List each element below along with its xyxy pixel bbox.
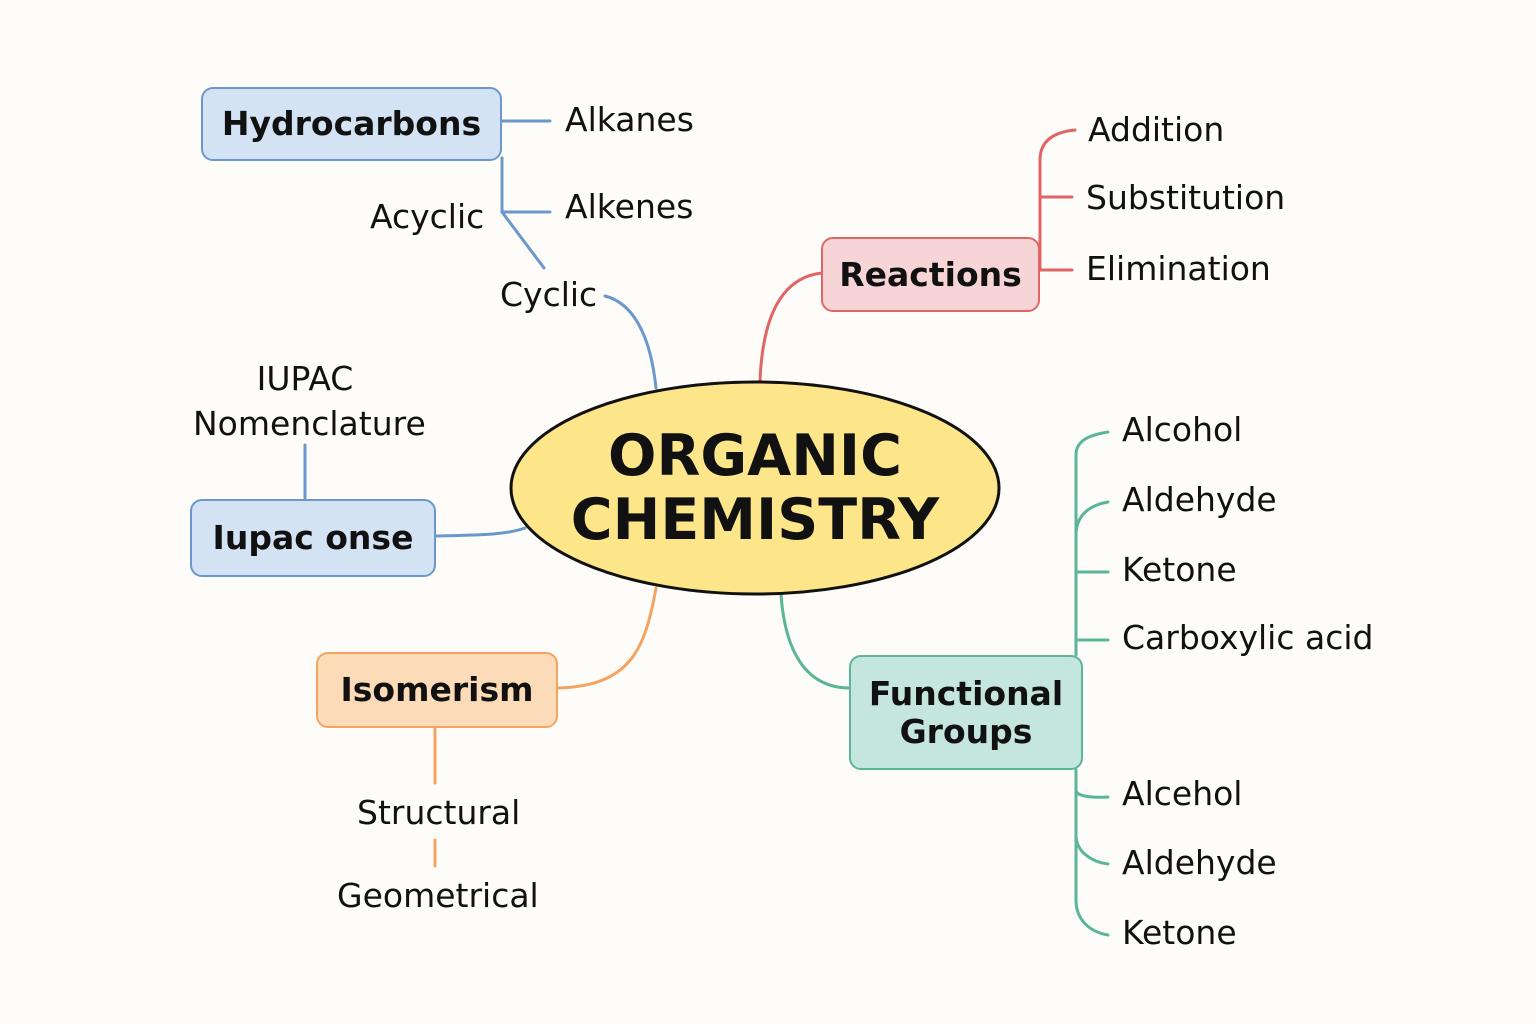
line-fg-trunk-top <box>1074 430 1110 657</box>
node-hydrocarbons[interactable]: Hydrocarbons <box>201 87 502 161</box>
line-fg-trunk-bottom <box>1074 768 1110 937</box>
node-isomerism-label: Isomerism <box>340 670 534 710</box>
leaf-alkanes[interactable]: Alkanes <box>565 100 694 139</box>
line-isomerism-center <box>556 586 658 690</box>
leaf-cyclic[interactable]: Cyclic <box>500 275 598 314</box>
leaf-alcohol[interactable]: Alcohol <box>1122 410 1243 449</box>
center-line1: ORGANIC <box>607 422 902 489</box>
leaf-carboxylic-acid[interactable]: Carboxylic acid <box>1122 618 1374 657</box>
node-iupac-label: Iupac onse <box>212 518 414 558</box>
leaf-structural[interactable]: Structural <box>357 793 521 832</box>
node-reactions[interactable]: Reactions <box>821 237 1040 312</box>
leaf-iupac-line1: IUPAC <box>256 359 354 398</box>
node-iupac[interactable]: Iupac onse <box>190 499 436 577</box>
leaf-substitution[interactable]: Substitution <box>1086 178 1286 217</box>
node-hydrocarbons-label: Hydrocarbons <box>221 104 482 144</box>
node-isomerism[interactable]: Isomerism <box>316 652 558 728</box>
node-fg-line2: Groups <box>899 711 1033 751</box>
line-aldehyde2 <box>1074 833 1110 866</box>
leaf-acyclic[interactable]: Acyclic <box>370 197 485 236</box>
leaf-alcehol[interactable]: Alcehol <box>1122 774 1243 813</box>
center-ellipse <box>509 380 1001 596</box>
leaf-iupac-line2: Nomenclature <box>193 403 426 443</box>
leaf-aldehyde[interactable]: Aldehyde <box>1122 480 1277 519</box>
center-line2: CHEMISTRY <box>570 487 940 553</box>
leaf-geometrical[interactable]: Geometrical <box>337 876 539 915</box>
leaf-ketone-2[interactable]: Ketone <box>1122 913 1237 952</box>
leaf-aldehyde-2[interactable]: Aldehyde <box>1122 843 1277 882</box>
line-reactions-trunk <box>1038 128 1077 272</box>
line-hydro-cyclic <box>500 210 546 270</box>
node-fg-line1: Functional <box>868 673 1064 713</box>
line-alcehol <box>1074 788 1110 799</box>
line-fg-center <box>779 593 852 690</box>
line-reactions-center <box>758 271 824 383</box>
node-reactions-label: Reactions <box>839 254 1022 294</box>
leaf-elimination[interactable]: Elimination <box>1086 249 1271 288</box>
leaf-addition[interactable]: Addition <box>1088 110 1225 149</box>
leaf-ketone[interactable]: Ketone <box>1122 550 1237 589</box>
line-aldehyde <box>1074 500 1110 537</box>
line-iupac-center <box>434 526 527 538</box>
leaf-alkenes[interactable]: Alkenes <box>565 187 694 226</box>
leaf-iupac-nomenclature[interactable]: IUPAC Nomenclature <box>193 357 426 447</box>
line-cyclic-center <box>603 294 658 390</box>
